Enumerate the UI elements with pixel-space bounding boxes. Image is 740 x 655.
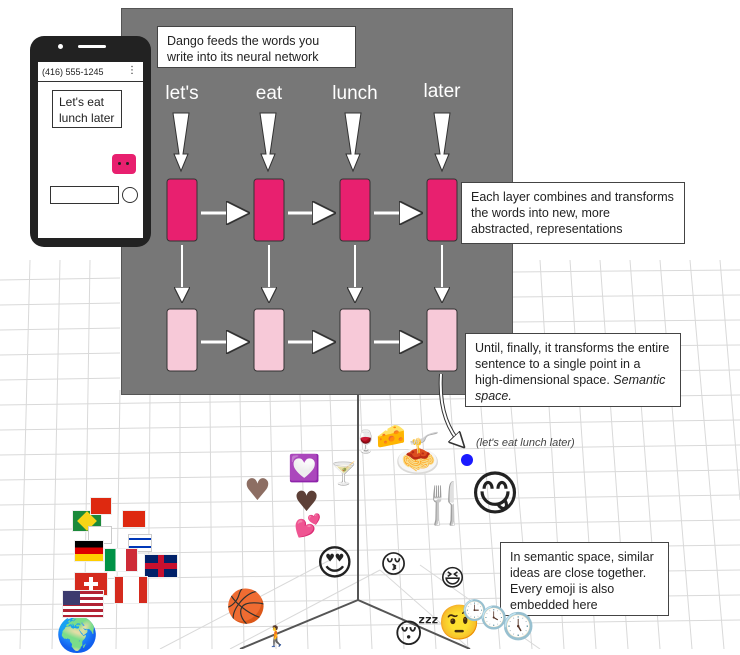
clock-icon: 🕒 [462,598,487,622]
callout-layers: Each layer combines and transforms the w… [461,182,685,244]
heart-eyes-face-icon: 😍 [316,543,354,584]
word-eat: eat [255,83,283,104]
yum-face-icon: 😋 [470,466,521,522]
sentence-point-label: (let's eat lunch later) [476,437,575,449]
flag-canada-icon [114,576,148,604]
sleeping-face-icon: 😴 [394,617,439,650]
phone: (416) 555-1245 ⋮ Let's eat lunch later [30,36,151,247]
spaghetti-icon: 🍝 [394,431,442,475]
vertical-dots-icon[interactable]: ⋮ [127,65,137,76]
clock-icon-3: 🕔 [502,612,535,642]
fork-knife-icon: 🍴 [420,481,470,527]
cheese-icon: 🧀 [376,422,406,450]
callout-intro: Dango feeds the words you write into its… [157,26,356,68]
message-bubble: Let's eat lunch later [52,90,122,128]
callout-final-emphasis: Semantic space. [475,373,666,403]
callout-final: Until, finally, it transforms the entire… [465,333,681,407]
word-lunch: lunch [332,83,378,104]
flag-italy-icon [104,548,138,572]
send-button[interactable] [122,187,138,203]
kissing-face-icon: 😚 [380,550,408,580]
grinning-face-icon: 😆 [440,564,466,592]
globe-icon: 🌍 [56,615,99,655]
basketball-icon: 🏀 [226,587,266,625]
flag-hongkong-icon [90,497,112,515]
message-input[interactable] [50,186,119,204]
dark-heart-icon: ♥ [294,485,320,518]
cocktail-icon: 🍸 [330,462,358,487]
top-layer [166,178,458,242]
heart-decoration-icon: 💟 [288,454,321,484]
brown-heart-icon: ♥ [244,473,271,508]
word-lets: let's [165,83,199,104]
top-layer-node-4 [426,178,458,242]
neural-network-panel: let's eat lunch later [121,8,513,395]
two-hearts-icon: 💕 [294,514,322,539]
bottom-layer-node-2 [253,308,285,372]
flag-uk-icon [144,554,178,578]
confused-face-icon: 🤨 [438,603,481,643]
bottom-layer [166,308,458,372]
word-input-arrows [172,112,451,173]
bottom-layer-node-4 [426,308,458,372]
clock-icon-2: 🕓 [480,606,508,631]
callout-semantic: In semantic space, similar ideas are clo… [500,542,669,616]
word-later: later [423,81,461,102]
wine-glass-icon: 🍷 [352,430,380,455]
person-icon: 🚶 [264,624,289,648]
top-layer-node-3 [339,178,371,242]
top-layer-node-2 [253,178,285,242]
speaker-icon [78,45,106,48]
camera-icon [58,44,63,49]
bottom-layer-node-3 [339,308,371,372]
bottom-layer-node-1 [166,308,198,372]
header-divider [38,81,143,82]
phone-screen: (416) 555-1245 ⋮ Let's eat lunch later [38,62,143,238]
flag-usa-icon [62,590,104,618]
flag-israel-icon [128,534,152,552]
flag-germany-icon [74,540,104,562]
neural-network-diagram [166,112,458,372]
top-layer-node-1 [166,178,198,242]
callout-final-text: Until, finally, it transforms the entire… [475,341,670,387]
flag-china-icon [122,510,146,528]
dango-icon[interactable] [112,154,136,174]
phone-number: (416) 555-1245 [42,67,104,77]
